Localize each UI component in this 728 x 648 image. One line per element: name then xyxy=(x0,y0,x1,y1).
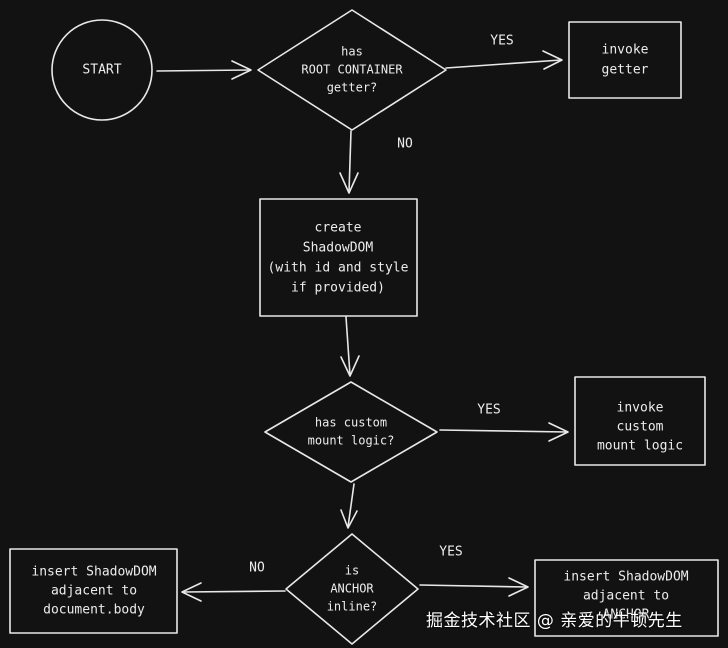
insert-body-node: insert ShadowDOM adjacent to document.bo… xyxy=(9,548,178,634)
anchor-decision-line-2: ANCHOR xyxy=(330,582,374,596)
custom-mount-line-1: has custom xyxy=(315,416,387,430)
edge-label-mount-yes: YES xyxy=(477,403,500,418)
arrow-root-yes xyxy=(445,50,563,70)
arrow-create-to-mount xyxy=(340,316,360,377)
insert-anchor-line-3: ANCHOR xyxy=(603,608,650,623)
anchor-inline-decision: is ANCHOR inline? xyxy=(285,533,419,645)
create-shadowdom-line-4: if provided) xyxy=(291,281,385,296)
anchor-decision-line-1: is xyxy=(345,564,359,578)
root-decision-line-2: ROOT CONTAINER xyxy=(301,63,403,77)
start-label: START xyxy=(82,63,121,78)
invoke-getter-line-1: invoke xyxy=(602,43,649,58)
invoke-custom-line-1: invoke xyxy=(617,401,664,416)
create-shadowdom-line-2: ShadowDOM xyxy=(303,241,374,256)
edge-label-anchor-yes: YES xyxy=(439,545,462,560)
watermark: 掘金技术社区 @ 亲爱的牛顿先生 xyxy=(426,611,683,631)
arrow-mount-to-anchor xyxy=(340,483,358,529)
start-node: START xyxy=(51,19,153,121)
create-shadowdom-line-3: (with id and style xyxy=(268,261,409,276)
insert-body-line-1: insert ShadowDOM xyxy=(31,565,156,580)
arrow-root-no xyxy=(339,130,359,194)
insert-anchor-line-1: insert ShadowDOM xyxy=(563,570,688,585)
insert-body-line-2: adjacent to xyxy=(51,584,137,599)
arrow-anchor-yes xyxy=(419,577,529,597)
create-shadowdom-node: create ShadowDOM (with id and style if p… xyxy=(259,198,418,317)
create-shadowdom-line-1: create xyxy=(315,221,362,236)
insert-anchor-node: insert ShadowDOM adjacent to ANCHOR xyxy=(534,559,719,637)
root-decision-line-3: getter? xyxy=(327,81,378,95)
arrow-mount-yes xyxy=(439,422,569,442)
custom-mount-line-2: mount logic? xyxy=(308,434,395,448)
root-container-decision: has ROOT CONTAINER getter? xyxy=(257,9,447,131)
invoke-custom-mount-node: invoke custom mount logic xyxy=(574,376,706,466)
edge-label-anchor-no: NO xyxy=(249,561,265,576)
edge-label-root-no: NO xyxy=(397,137,413,152)
anchor-decision-line-3: inline? xyxy=(327,600,378,614)
invoke-custom-line-2: custom xyxy=(617,420,664,435)
edge-label-root-yes: YES xyxy=(490,34,513,49)
arrow-anchor-no xyxy=(181,582,286,602)
root-decision-line-1: has xyxy=(341,45,363,59)
invoke-getter-line-2: getter xyxy=(602,63,649,78)
invoke-getter-node: invoke getter xyxy=(568,21,682,99)
invoke-custom-line-3: mount logic xyxy=(597,439,683,454)
arrow-start-to-root xyxy=(156,60,252,80)
insert-anchor-line-2: adjacent to xyxy=(583,589,669,604)
custom-mount-decision: has custom mount logic? xyxy=(264,381,438,483)
insert-body-line-3: document.body xyxy=(43,603,145,618)
